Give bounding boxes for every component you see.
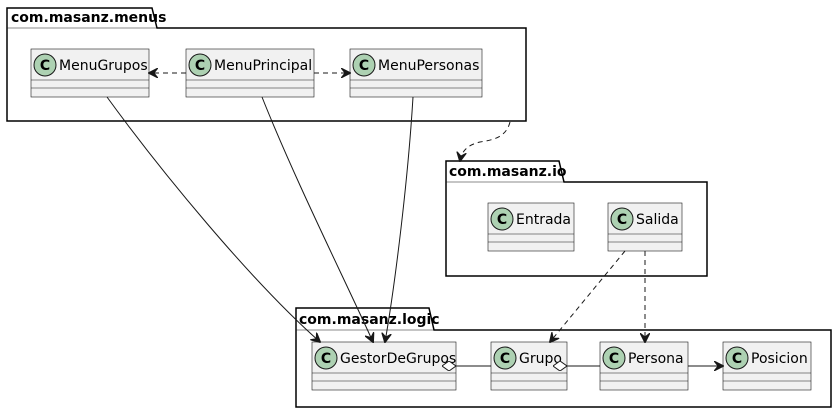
class-entrada[interactable]: C Entrada — [487, 202, 575, 252]
class-icon-letter: C — [497, 212, 507, 228]
class-icon — [490, 207, 514, 231]
class-posicion[interactable]: C Posicion — [722, 341, 812, 391]
class-icon — [188, 53, 212, 77]
association-menu-principal-to-gestor — [261, 96, 373, 342]
class-menu-grupos[interactable]: C MenuGrupos — [30, 48, 150, 98]
class-icon-letter: C — [321, 351, 331, 367]
class-menu-personas[interactable]: C MenuPersonas — [349, 48, 483, 98]
class-menu-principal[interactable]: C MenuPrincipal — [185, 48, 315, 98]
class-icon-letter: C — [195, 58, 205, 74]
class-gestor-de-grupos[interactable]: C GestorDeGrupos — [311, 341, 457, 391]
class-icon-letter: C — [609, 351, 619, 367]
class-icon-letter: C — [732, 351, 742, 367]
class-name-grupo: Grupo — [519, 351, 562, 367]
class-icon-letter: C — [500, 351, 510, 367]
class-grupo[interactable]: C Grupo — [490, 341, 568, 391]
package-menus-title: com.masanz.menus — [11, 10, 166, 26]
class-icon — [602, 346, 626, 370]
class-name-gestor-de-grupos: GestorDeGrupos — [340, 351, 456, 367]
class-name-salida: Salida — [636, 212, 679, 228]
class-icon — [725, 346, 749, 370]
class-name-menu-personas: MenuPersonas — [378, 58, 479, 74]
class-name-menu-grupos: MenuGrupos — [59, 58, 148, 74]
class-icon-letter: C — [617, 212, 627, 228]
class-icon-letter: C — [40, 58, 50, 74]
class-name-menu-principal: MenuPrincipal — [214, 58, 312, 74]
class-icon-letter: C — [359, 58, 369, 74]
class-icon — [610, 207, 634, 231]
class-icon — [352, 53, 376, 77]
package-logic-title: com.masanz.logic — [299, 312, 440, 328]
class-name-posicion: Posicion — [751, 351, 808, 367]
association-menu-grupos-to-gestor — [106, 96, 320, 342]
class-icon — [493, 346, 517, 370]
class-name-entrada: Entrada — [516, 212, 571, 228]
package-io-title: com.masanz.io — [449, 164, 567, 180]
association-menu-personas-to-gestor — [385, 96, 414, 342]
class-persona[interactable]: C Persona — [599, 341, 689, 391]
class-icon — [314, 346, 338, 370]
dependency-menus-to-io — [460, 121, 511, 161]
dependency-salida-to-grupo — [550, 250, 626, 342]
class-icon — [33, 53, 57, 77]
class-salida[interactable]: C Salida — [607, 202, 683, 252]
class-name-persona: Persona — [628, 351, 684, 367]
